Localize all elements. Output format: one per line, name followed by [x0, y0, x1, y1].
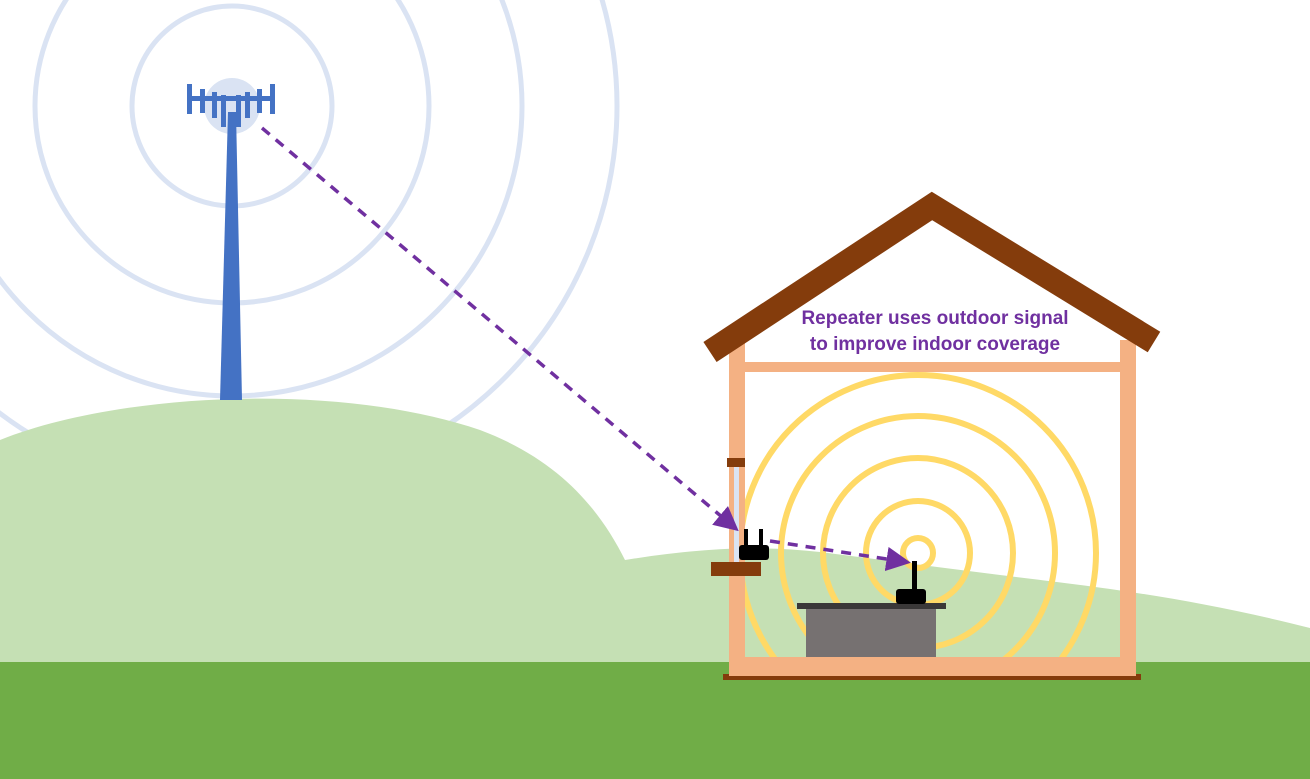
- tower-to-outdoor-antenna-arrow: [260, 126, 739, 532]
- table: [797, 603, 946, 657]
- repeater-to-indoor-antenna-arrow: [769, 539, 911, 572]
- diagram-caption: Repeater uses outdoor signal to improve …: [801, 308, 1069, 355]
- roof: [703, 191, 1161, 363]
- indoor-antenna-icon: [896, 561, 926, 604]
- outdoor-antenna-icon: [739, 529, 769, 560]
- ground: [0, 662, 1310, 779]
- signal-path: [260, 126, 911, 572]
- cell-tower-icon: [187, 84, 275, 400]
- house-foundation: [723, 674, 1141, 680]
